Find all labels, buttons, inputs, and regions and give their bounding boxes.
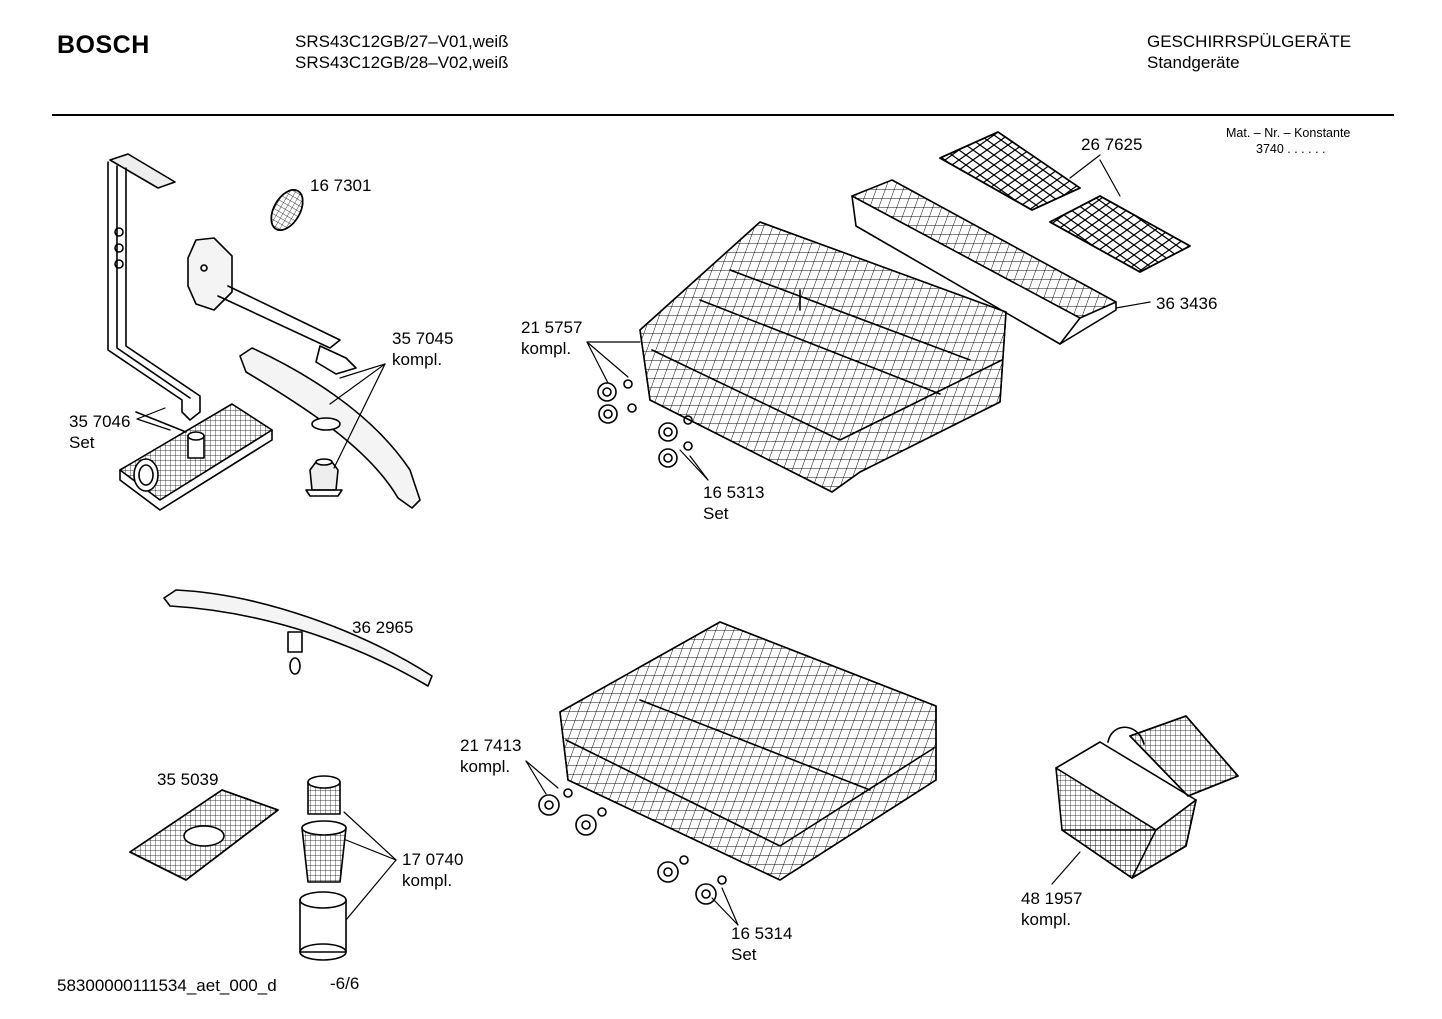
mat-nr-value: 3740 . . . . . . [1256, 142, 1326, 156]
part-label-357046: 35 7046 [69, 412, 131, 431]
sump-base [119, 403, 273, 511]
part-label-362965: 36 2965 [352, 618, 414, 637]
part-label-481957: 48 1957 [1021, 889, 1083, 908]
part-label-217413: 21 7413 [460, 736, 522, 755]
sieve-plate [129, 789, 279, 881]
spray-arm-nozzle [305, 458, 343, 497]
cutlery-tray [851, 179, 1117, 345]
part-label-481957-sub: kompl. [1021, 910, 1072, 929]
upper-basket [639, 221, 1007, 493]
part-label-167301: 16 7301 [310, 176, 372, 195]
spray-pipe-riser [107, 153, 201, 421]
part-label-357045-sub: kompl. [392, 350, 443, 369]
upper-basket-wheels [597, 379, 693, 468]
lower-basket [559, 621, 937, 881]
category-title: GESCHIRRSPÜLGERÄTE [1147, 32, 1352, 51]
part-label-165314-sub: Set [731, 945, 757, 964]
lower-basket-wheels [538, 788, 727, 905]
part-label-170740-sub: kompl. [402, 871, 453, 890]
spray-nozzle-head [270, 189, 304, 231]
part-label-217413-sub: kompl. [460, 757, 511, 776]
cutlery-basket [1055, 715, 1239, 879]
page-number: -6/6 [330, 974, 360, 993]
model-line-1: SRS43C12GB/27–V01,weiß [295, 32, 509, 51]
document-id: 58300000111534_aet_000_d [57, 976, 277, 995]
part-label-357045: 35 7045 [392, 329, 454, 348]
brand-logo: BOSCH [57, 31, 150, 59]
header-rule [52, 114, 1394, 116]
upper-spray-pipe [187, 237, 357, 375]
part-label-165313: 16 5313 [703, 483, 765, 502]
part-label-355039: 35 5039 [157, 770, 219, 789]
category-subtitle: Standgeräte [1147, 53, 1240, 72]
part-label-165314: 16 5314 [731, 924, 793, 943]
part-label-170740: 17 0740 [402, 850, 464, 869]
part-label-215757-sub: kompl. [521, 339, 572, 358]
filter-set [299, 775, 347, 961]
rack-insert-left [939, 131, 1081, 211]
mat-nr-label: Mat. – Nr. – Konstante [1226, 126, 1351, 140]
upper-spray-arm [239, 347, 421, 509]
part-label-357046-sub: Set [69, 433, 95, 452]
part-label-215757: 21 5757 [521, 318, 583, 337]
part-label-165313-sub: Set [703, 504, 729, 523]
model-line-2: SRS43C12GB/28–V02,weiß [295, 53, 509, 72]
lower-spray-arm [163, 589, 433, 687]
part-label-363436: 36 3436 [1156, 294, 1218, 313]
rack-insert-right [1049, 195, 1191, 273]
part-label-267625: 26 7625 [1081, 135, 1143, 154]
